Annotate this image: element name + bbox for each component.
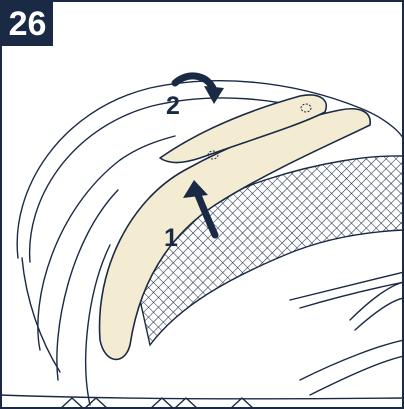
- step-number-badge: 26: [2, 2, 53, 46]
- canopy-lower-edge: [22, 258, 60, 372]
- frame-tube-4: [355, 298, 404, 330]
- frame-bottom: [0, 395, 404, 399]
- callout-number-1: 1: [164, 224, 178, 252]
- frame-tube-2: [310, 356, 404, 395]
- callout-number-2: 2: [166, 92, 180, 120]
